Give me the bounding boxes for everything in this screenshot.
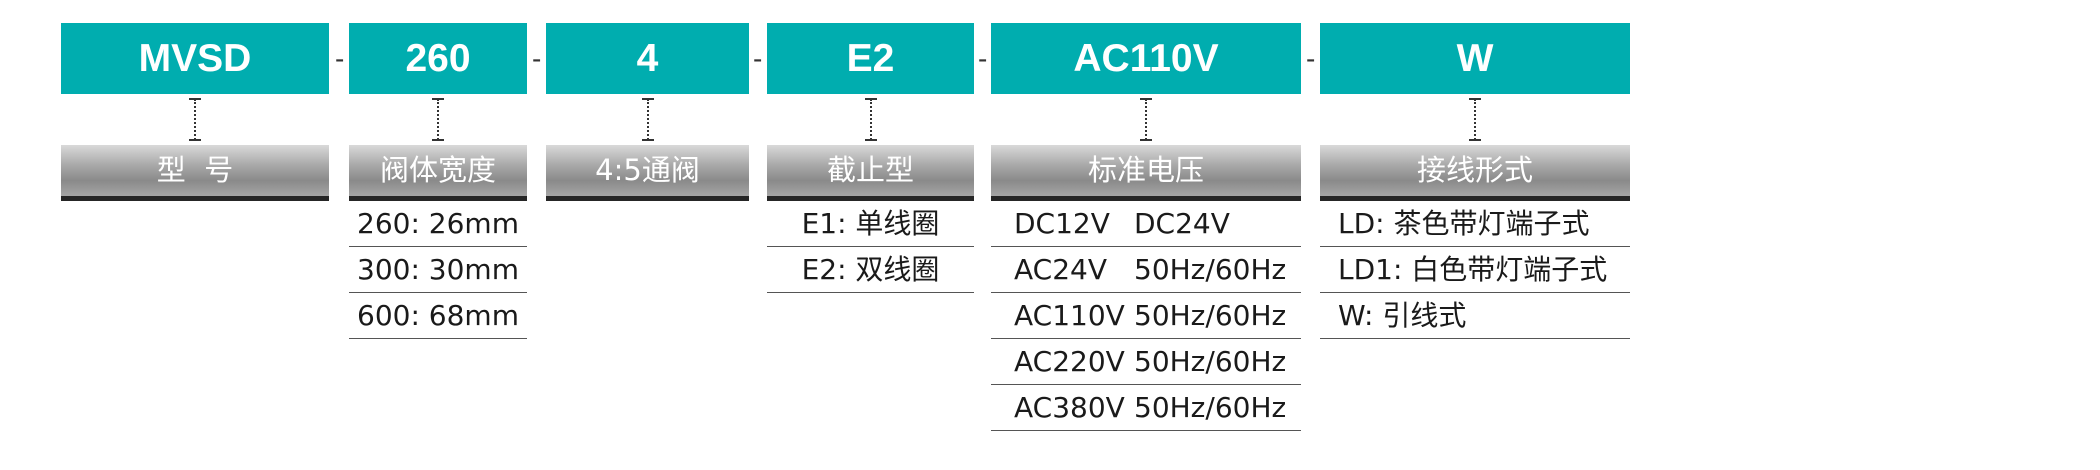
separator-dash: - bbox=[1306, 43, 1316, 74]
width-header: 阀体宽度 bbox=[349, 145, 527, 201]
list-item: DC12V DC24V bbox=[991, 201, 1301, 247]
model-column: MVSD 型 号 bbox=[61, 23, 329, 201]
type-code-box: E2 bbox=[767, 23, 974, 94]
wiring-option-list: LD: 茶色带灯端子式 LD1: 白色带灯端子式 W: 引线式 bbox=[1320, 201, 1630, 339]
voltage-detail: 50Hz/60Hz bbox=[1134, 253, 1287, 286]
separator-dash: - bbox=[532, 43, 542, 74]
voltage-detail: 50Hz/60Hz bbox=[1134, 299, 1287, 332]
list-item: 600: 68mm bbox=[349, 293, 527, 339]
list-item: AC220V 50Hz/60Hz bbox=[991, 339, 1301, 385]
connector-icon bbox=[1320, 94, 1630, 145]
list-item: E2: 双线圈 bbox=[767, 247, 974, 293]
width-option-list: 260: 26mm 300: 30mm 600: 68mm bbox=[349, 201, 527, 339]
connector-icon bbox=[349, 94, 527, 145]
width-code-box: 260 bbox=[349, 23, 527, 94]
type-column: E2 截止型 E1: 单线圈 E2: 双线圈 bbox=[767, 23, 974, 293]
width-column: 260 阀体宽度 260: 26mm 300: 30mm 600: 68mm bbox=[349, 23, 527, 339]
voltage-value: AC380V bbox=[1014, 391, 1125, 424]
list-item: W: 引线式 bbox=[1320, 293, 1630, 339]
wiring-header: 接线形式 bbox=[1320, 145, 1630, 201]
connector-icon bbox=[61, 94, 329, 145]
list-item: AC110V 50Hz/60Hz bbox=[991, 293, 1301, 339]
type-header: 截止型 bbox=[767, 145, 974, 201]
connector-icon bbox=[767, 94, 974, 145]
list-item: LD1: 白色带灯端子式 bbox=[1320, 247, 1630, 293]
voltage-column: AC110V 标准电压 DC12V DC24V AC24V 50Hz/60Hz AC… bbox=[991, 23, 1301, 431]
ports-column: 4 4:5通阀 bbox=[546, 23, 749, 201]
model-code-box: MVSD bbox=[61, 23, 329, 94]
separator-dash: - bbox=[335, 43, 345, 74]
wiring-code-box: W bbox=[1320, 23, 1630, 94]
list-item: 300: 30mm bbox=[349, 247, 527, 293]
connector-icon bbox=[991, 94, 1301, 145]
voltage-value: AC220V bbox=[1014, 345, 1125, 378]
ports-header: 4:5通阀 bbox=[546, 145, 749, 201]
list-item: AC24V 50Hz/60Hz bbox=[991, 247, 1301, 293]
model-header: 型 号 bbox=[61, 145, 329, 201]
voltage-value: AC110V bbox=[1014, 299, 1125, 332]
voltage-detail: DC24V bbox=[1134, 207, 1230, 240]
separator-dash: - bbox=[753, 43, 763, 74]
voltage-option-list: DC12V DC24V AC24V 50Hz/60Hz AC110V 50Hz/60H… bbox=[991, 201, 1301, 431]
separator-dash: - bbox=[978, 43, 988, 74]
connector-icon bbox=[546, 94, 749, 145]
list-item: E1: 单线圈 bbox=[767, 201, 974, 247]
type-option-list: E1: 单线圈 E2: 双线圈 bbox=[767, 201, 974, 293]
voltage-detail: 50Hz/60Hz bbox=[1134, 345, 1287, 378]
voltage-value: AC24V bbox=[1014, 253, 1107, 286]
ports-code-box: 4 bbox=[546, 23, 749, 94]
list-item: LD: 茶色带灯端子式 bbox=[1320, 201, 1630, 247]
voltage-code-box: AC110V bbox=[991, 23, 1301, 94]
voltage-detail: 50Hz/60Hz bbox=[1134, 391, 1287, 424]
list-item: AC380V 50Hz/60Hz bbox=[991, 385, 1301, 431]
voltage-value: DC12V bbox=[1014, 207, 1110, 240]
list-item: 260: 26mm bbox=[349, 201, 527, 247]
voltage-header: 标准电压 bbox=[991, 145, 1301, 201]
wiring-column: W 接线形式 LD: 茶色带灯端子式 LD1: 白色带灯端子式 W: 引线式 bbox=[1320, 23, 1630, 339]
